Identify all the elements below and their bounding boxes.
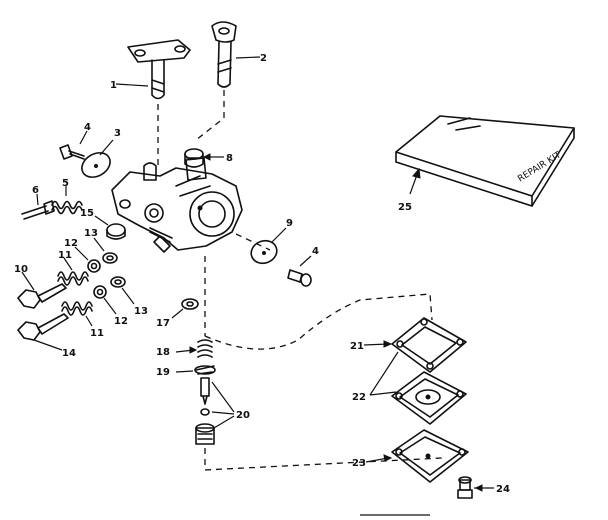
part-4-screw-right <box>287 255 312 287</box>
callout-8: 8 <box>226 153 233 164</box>
callout-2: 2 <box>260 53 267 64</box>
part-5-spring <box>51 186 83 215</box>
part-11-spring-upper <box>57 257 89 286</box>
callout-4-top: 4 <box>84 122 91 133</box>
callout-12-lower: 12 <box>114 316 128 327</box>
part-8-plug <box>184 148 224 168</box>
callout-22: 22 <box>352 392 366 403</box>
part-4-screw-top <box>59 130 88 160</box>
part-10-needle-upper <box>17 271 67 309</box>
part-18-spring <box>175 339 213 358</box>
callout-6: 6 <box>32 185 39 196</box>
part-17-washer <box>171 256 206 336</box>
part-20-needle-seat <box>195 377 235 445</box>
callout-14: 14 <box>62 348 76 359</box>
callout-9: 9 <box>286 218 293 229</box>
callout-21: 21 <box>350 341 364 352</box>
part-13-washer-upper <box>93 237 118 264</box>
callout-5: 5 <box>62 178 69 189</box>
callout-3: 3 <box>114 128 121 139</box>
part-3-choke-disc <box>81 139 114 178</box>
callout-4-right: 4 <box>312 246 319 257</box>
callout-13-lower: 13 <box>134 306 148 317</box>
part-6-idle-screw <box>21 193 55 220</box>
callout-18: 18 <box>156 347 170 358</box>
callout-11-lower: 11 <box>90 328 104 339</box>
callout-25: 25 <box>398 202 412 213</box>
part-14-needle-lower <box>17 313 69 351</box>
part-2-choke-shaft <box>195 21 261 141</box>
part-25-repair-kit <box>395 115 575 207</box>
part-23-cover <box>365 429 469 483</box>
part-12-oring-lower <box>93 285 117 315</box>
part-19-lever <box>175 365 216 375</box>
part-22-diaphragm <box>369 351 467 425</box>
callout-1: 1 <box>110 80 117 91</box>
callout-10: 10 <box>14 264 28 275</box>
callout-17: 17 <box>156 318 170 329</box>
part-12-oring-upper <box>74 246 101 273</box>
part-24-screw <box>457 476 494 499</box>
callout-24: 24 <box>496 484 510 495</box>
part-11-spring-lower <box>61 301 93 327</box>
part-9-throttle-disc <box>250 227 287 265</box>
carburetor-body <box>111 157 271 253</box>
callout-11-upper: 11 <box>58 250 72 261</box>
part-13-washer-lower <box>110 276 135 305</box>
callout-23: 23 <box>352 458 366 469</box>
callout-12-upper: 12 <box>64 238 78 249</box>
dashed-connection-line <box>204 293 443 471</box>
part-15-plug <box>94 215 126 240</box>
callout-20: 20 <box>236 410 250 421</box>
part-1-throttle-shaft <box>115 39 191 170</box>
callout-15: 15 <box>80 208 94 219</box>
callout-13-upper: 13 <box>84 228 98 239</box>
part-21-gasket <box>363 317 467 373</box>
callout-19: 19 <box>156 367 170 378</box>
